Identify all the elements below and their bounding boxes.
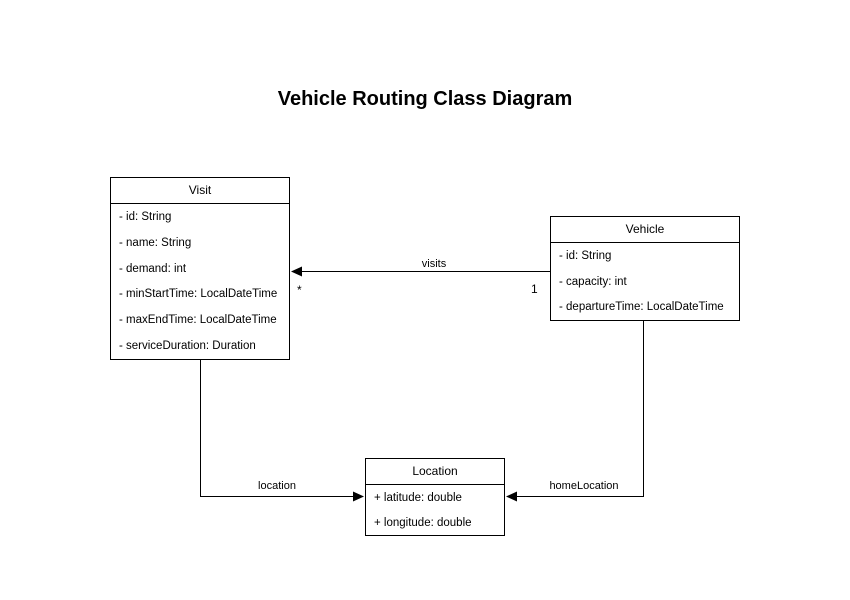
attribute-row: - minStartTime: LocalDateTime	[119, 288, 278, 301]
edge-visits[interactable]	[291, 266, 550, 277]
attribute-row: - capacity: int	[559, 275, 627, 288]
class-attributes-visit: - id: String - name: String - demand: in…	[111, 204, 289, 359]
diagram-title: Vehicle Routing Class Diagram	[277, 88, 573, 110]
attribute-row: - id: String	[119, 210, 172, 223]
class-name-vehicle: Vehicle	[551, 217, 739, 243]
arrowhead-homelocation	[506, 491, 517, 502]
class-box-vehicle[interactable]: Vehicle - id: String - capacity: int - d…	[550, 216, 740, 321]
arrowhead-location	[353, 491, 364, 502]
attribute-row: - name: String	[119, 236, 192, 249]
edge-label-visits: visits	[400, 258, 468, 270]
attribute-row: - demand: int	[119, 262, 187, 275]
arrowhead-visits	[291, 266, 302, 277]
class-attributes-location: + latitude: double + longitude: double	[366, 485, 504, 535]
edge-location[interactable]	[200, 360, 365, 502]
attribute-row: - maxEndTime: LocalDateTime	[119, 314, 277, 327]
class-name-visit: Visit	[111, 178, 289, 204]
edge-label-homelocation: homeLocation	[530, 480, 638, 492]
multiplicity-visits-many: *	[297, 283, 302, 297]
multiplicity-visits-one: 1	[531, 282, 538, 296]
class-box-location[interactable]: Location + latitude: double + longitude:…	[365, 458, 505, 536]
attribute-row: + latitude: double	[374, 491, 462, 504]
attribute-row: - serviceDuration: Duration	[119, 340, 256, 353]
class-attributes-vehicle: - id: String - capacity: int - departure…	[551, 243, 739, 320]
attribute-row: + longitude: double	[374, 516, 472, 529]
attribute-row: - departureTime: LocalDateTime	[559, 301, 724, 314]
class-box-visit[interactable]: Visit - id: String - name: String - dema…	[110, 177, 290, 360]
class-name-location: Location	[366, 459, 504, 485]
attribute-row: - id: String	[559, 249, 612, 262]
edge-homelocation[interactable]	[506, 321, 644, 502]
edge-label-location: location	[233, 480, 321, 492]
